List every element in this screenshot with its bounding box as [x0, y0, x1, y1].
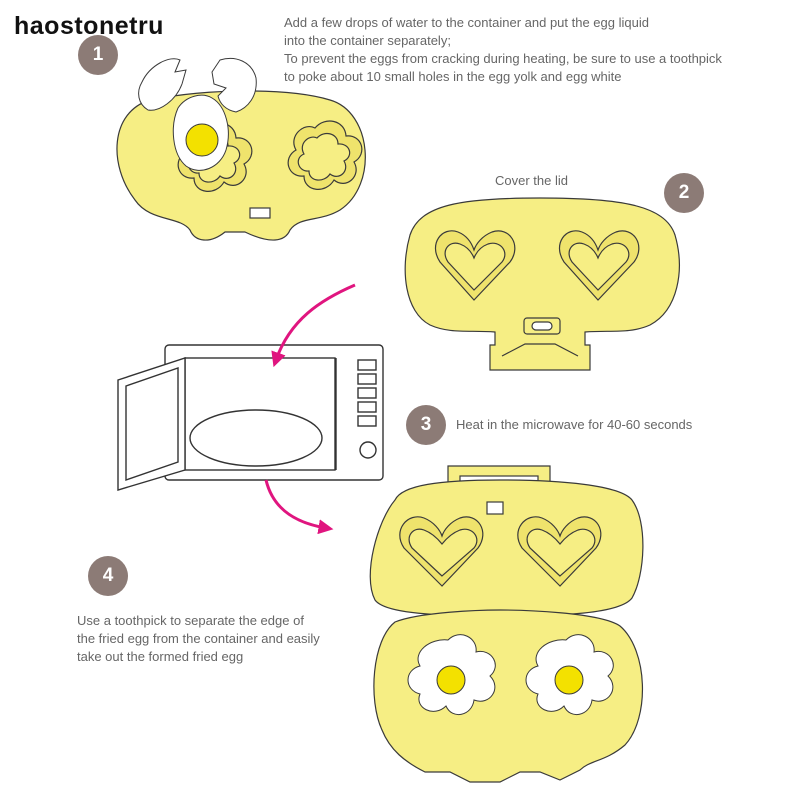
watermark-text: haostonetru: [14, 12, 164, 40]
step-3-badge: 3: [406, 405, 446, 445]
fried-egg-icon: [525, 634, 614, 715]
arrow-into-microwave-icon: [271, 283, 356, 368]
step-1-text: Add a few drops of water to the containe…: [284, 15, 722, 84]
step-2-text: Cover the lid: [495, 173, 568, 188]
step-1-egg-mold: [116, 90, 366, 241]
step-4-text: Use a toothpick to separate the edge of …: [77, 613, 320, 664]
arrow-out-of-microwave-icon: [264, 479, 334, 535]
step-2-heart-mold: [404, 197, 680, 371]
cracked-egg-icon: [138, 57, 257, 171]
step-2-badge: 2: [664, 173, 704, 213]
step-4-fried-egg-mold: [369, 465, 644, 783]
step-1-badge: 1: [78, 35, 118, 75]
microwave-icon: [117, 344, 384, 491]
step-4-badge: 4: [88, 556, 128, 596]
step-3-text: Heat in the microwave for 40-60 seconds: [456, 417, 693, 432]
fried-egg-icon: [407, 634, 496, 715]
